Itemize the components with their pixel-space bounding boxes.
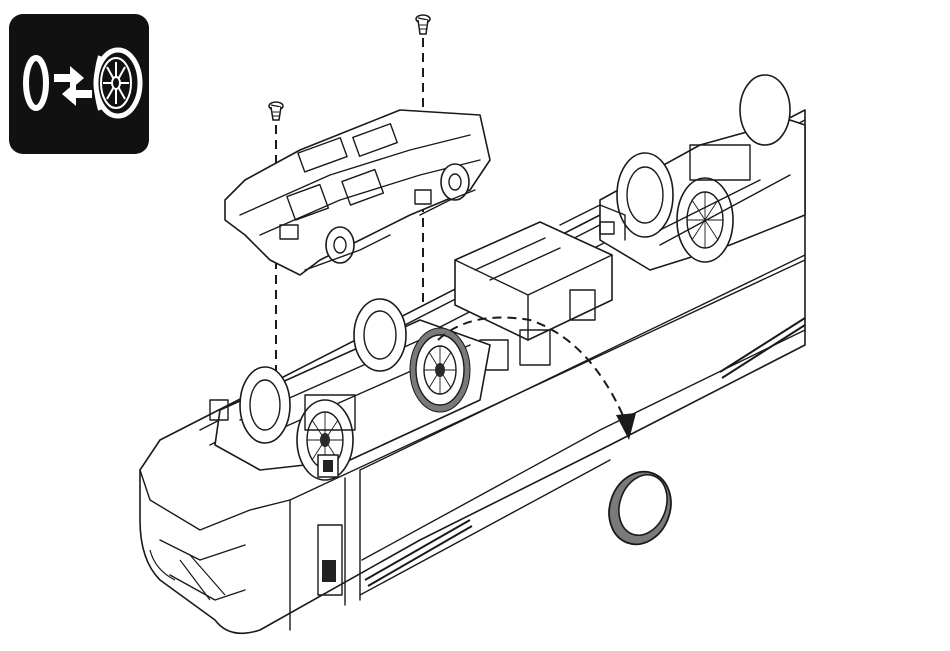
- bogie-frame: [225, 110, 490, 275]
- traction-tire-exchange-icon: [9, 14, 149, 154]
- screw-icon: [416, 15, 430, 34]
- wheel-with-traction-tire: [410, 328, 470, 412]
- traction-tire-ring: [599, 463, 681, 553]
- screw-icon: [269, 102, 283, 120]
